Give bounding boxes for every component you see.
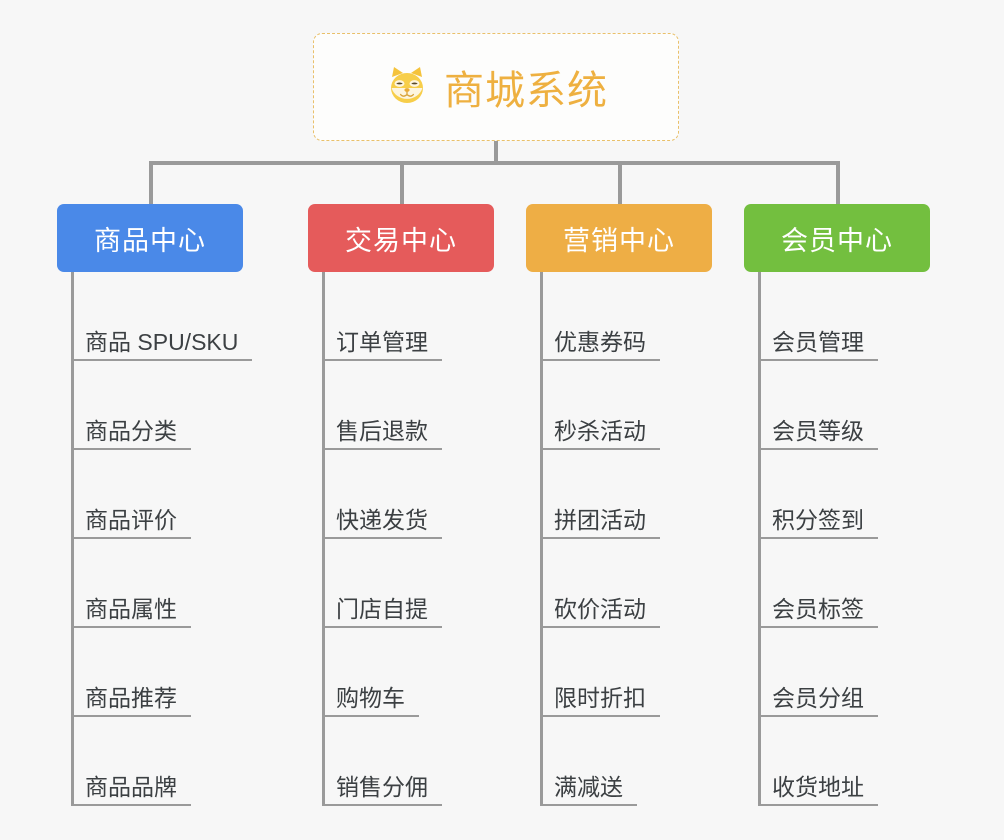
leaf-item[interactable]: 销售分佣 — [322, 717, 442, 806]
category-box-3[interactable]: 营销中心 — [526, 204, 712, 272]
leaf-item-label: 积分签到 — [772, 506, 864, 533]
category-box-1[interactable]: 商品中心 — [57, 204, 243, 272]
leaf-item[interactable]: 优惠券码 — [540, 272, 660, 361]
category-label-2: 交易中心 — [345, 225, 457, 256]
connector-root-stem — [494, 141, 498, 164]
shiba-dog-face-icon — [384, 64, 430, 110]
leaf-spine-4 — [758, 272, 761, 806]
leaf-item[interactable]: 商品属性 — [71, 539, 191, 628]
leaf-item[interactable]: 积分签到 — [758, 450, 878, 539]
leaf-item-label: 商品推荐 — [85, 684, 177, 711]
leaf-item-label: 销售分佣 — [336, 773, 428, 800]
leaf-item-label: 会员分组 — [772, 684, 864, 711]
leaf-item[interactable]: 拼团活动 — [540, 450, 660, 539]
leaf-item[interactable]: 商品推荐 — [71, 628, 191, 717]
leaf-item[interactable]: 订单管理 — [322, 272, 442, 361]
leaf-item-label: 满减送 — [554, 773, 623, 800]
category-label-4: 会员中心 — [781, 225, 893, 256]
leaf-item-label: 商品品牌 — [85, 773, 177, 800]
leaf-item-label: 秒杀活动 — [554, 417, 646, 444]
leaf-item-label: 快递发货 — [336, 506, 428, 533]
leaf-item-label: 砍价活动 — [554, 595, 646, 622]
leaf-item[interactable]: 收货地址 — [758, 717, 878, 806]
leaf-item-label: 商品分类 — [85, 417, 177, 444]
connector-branch-1 — [149, 161, 153, 204]
leaf-item[interactable]: 购物车 — [322, 628, 419, 717]
leaf-item[interactable]: 会员管理 — [758, 272, 878, 361]
leaf-item-label: 收货地址 — [772, 773, 864, 800]
leaf-item-label: 门店自提 — [336, 595, 428, 622]
leaf-item-label: 拼团活动 — [554, 506, 646, 533]
leaf-item[interactable]: 商品评价 — [71, 450, 191, 539]
root-node-title: 商城系统 — [444, 69, 608, 113]
leaf-item[interactable]: 商品 SPU/SKU — [71, 272, 253, 361]
leaf-item-label: 限时折扣 — [554, 684, 646, 711]
leaf-spine-2 — [322, 272, 325, 806]
leaf-item[interactable]: 售后退款 — [322, 361, 442, 450]
leaf-item-label: 会员标签 — [772, 595, 864, 622]
leaf-item[interactable]: 快递发货 — [322, 450, 442, 539]
leaf-item-label: 售后退款 — [336, 417, 428, 444]
leaf-item[interactable]: 满减送 — [540, 717, 637, 806]
leaf-spine-1 — [71, 272, 74, 806]
category-box-2[interactable]: 交易中心 — [308, 204, 494, 272]
connector-branch-3 — [618, 161, 622, 204]
leaf-item[interactable]: 限时折扣 — [540, 628, 660, 717]
category-box-4[interactable]: 会员中心 — [744, 204, 930, 272]
category-label-3: 营销中心 — [563, 225, 675, 256]
leaf-item-label: 订单管理 — [336, 328, 428, 355]
leaf-item-label: 会员等级 — [772, 417, 864, 444]
leaf-item[interactable]: 会员分组 — [758, 628, 878, 717]
leaf-item[interactable]: 会员标签 — [758, 539, 878, 628]
leaf-item[interactable]: 商品品牌 — [71, 717, 191, 806]
root-node-shop-system[interactable]: 商城系统 — [313, 33, 679, 141]
leaf-item[interactable]: 商品分类 — [71, 361, 191, 450]
leaf-item-label: 商品评价 — [85, 506, 177, 533]
connector-branch-4 — [836, 161, 840, 204]
leaf-item[interactable]: 会员等级 — [758, 361, 878, 450]
connector-branch-2 — [400, 161, 404, 204]
connector-horizontal-bus — [149, 161, 839, 165]
leaf-item[interactable]: 砍价活动 — [540, 539, 660, 628]
leaf-item-label: 商品 SPU/SKU — [85, 328, 239, 355]
leaf-spine-3 — [540, 272, 543, 806]
leaf-item-label: 优惠券码 — [554, 328, 646, 355]
leaf-item-label: 购物车 — [336, 684, 405, 711]
leaf-item[interactable]: 秒杀活动 — [540, 361, 660, 450]
leaf-item[interactable]: 门店自提 — [322, 539, 442, 628]
leaf-item-label: 商品属性 — [85, 595, 177, 622]
category-label-1: 商品中心 — [94, 225, 206, 256]
leaf-item-label: 会员管理 — [772, 328, 864, 355]
